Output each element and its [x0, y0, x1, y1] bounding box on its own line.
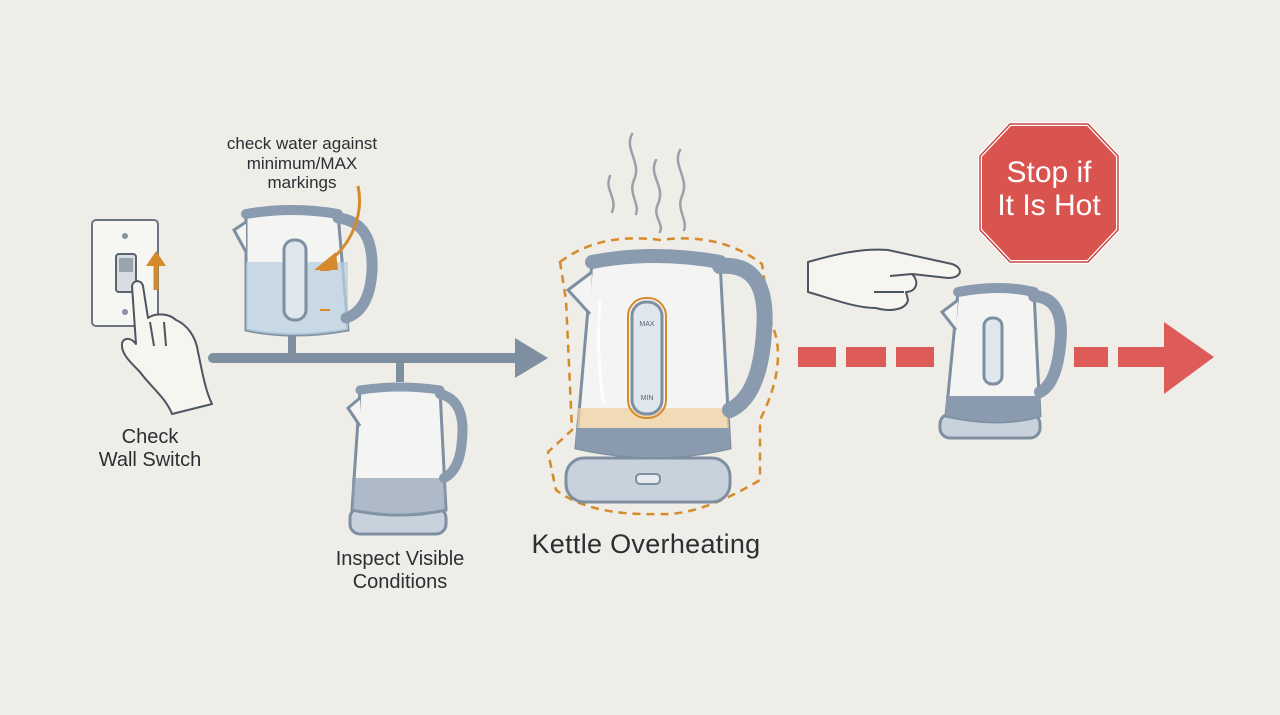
- inspect-line2: Conditions: [352, 571, 448, 593]
- water-note-line1: check water against: [226, 134, 378, 153]
- light-switch-icon: [91, 219, 159, 327]
- pointer-arrow-head: [314, 252, 338, 270]
- stop-line1: Stop if: [1006, 156, 1092, 189]
- kettle-max-mark: MAX: [639, 321, 655, 328]
- low-water-kettle: [346, 382, 468, 536]
- dashed-red-arrow: [798, 322, 1214, 394]
- inspect-conditions-label: Inspect Visible Conditions: [314, 548, 486, 594]
- water-note-line2: minimum/MAX: [246, 153, 358, 173]
- flow-connector: [208, 335, 548, 382]
- water-marking-note: check water against minimum/MAX markings: [206, 134, 398, 193]
- stop-sign-icon: [978, 122, 1120, 264]
- water-note-line3: markings: [267, 173, 337, 193]
- stop-line2: It Is Hot: [997, 189, 1101, 222]
- kettle-min-mark: MIN: [641, 395, 654, 402]
- stop-sign-text: Stop if It Is Hot: [980, 156, 1118, 222]
- flow-arrow-head: [515, 338, 548, 378]
- inspect-line1: Inspect Visible: [335, 548, 465, 570]
- hand-pressing-icon: [120, 280, 213, 415]
- check-wall-switch-label: Check Wall Switch: [80, 426, 220, 472]
- wall-switch-line2: Wall Switch: [98, 449, 202, 471]
- small-kettle: [938, 283, 1067, 440]
- up-arrow-icon: [146, 251, 166, 290]
- water-check-kettle: [232, 205, 378, 337]
- pointing-hand-icon: [807, 248, 961, 311]
- overheating-kettle: MAX MIN: [546, 237, 780, 516]
- wall-switch-line1: Check: [121, 426, 179, 448]
- steam-icon: [607, 132, 687, 234]
- kettle-overheating-label: Kettle Overheating: [531, 529, 761, 559]
